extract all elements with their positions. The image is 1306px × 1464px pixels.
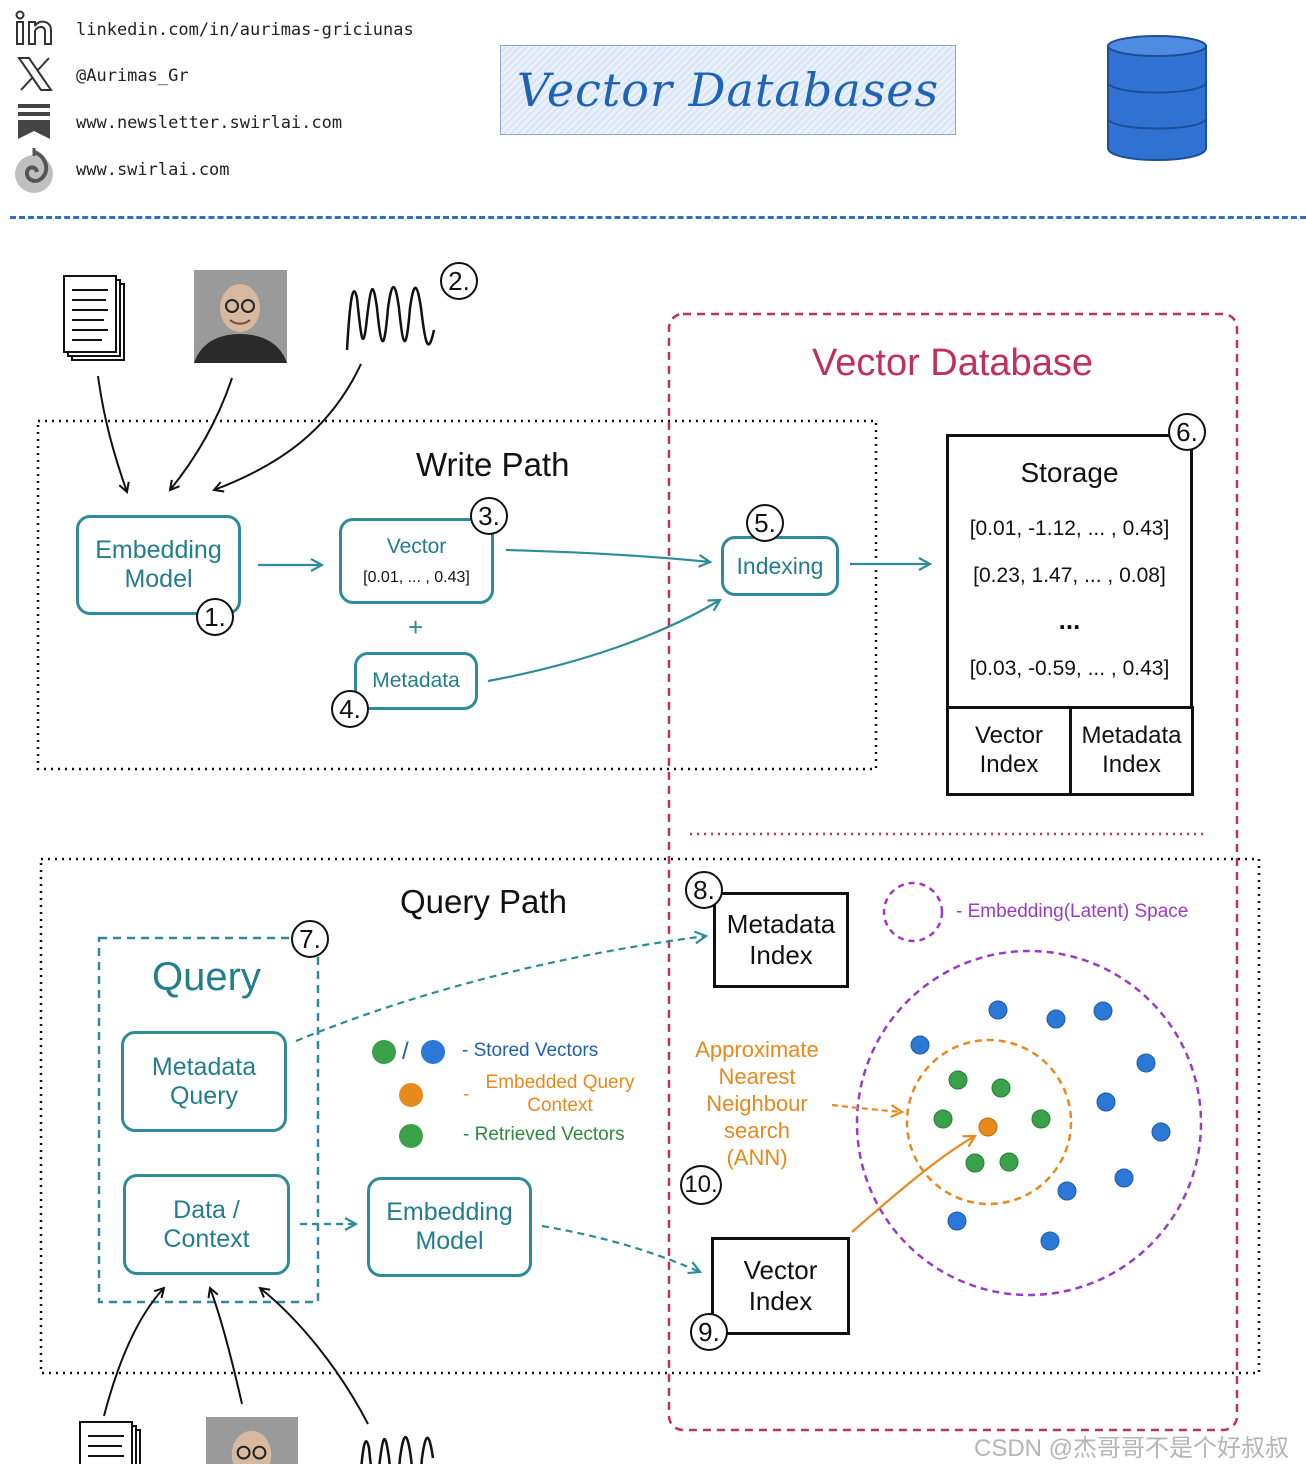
newsletter-icon <box>16 102 52 140</box>
document-icon <box>62 274 128 364</box>
vector-label: Vector <box>386 534 447 558</box>
plus-sign: + <box>408 612 424 642</box>
legend-green-dot-2 <box>399 1124 423 1148</box>
step-6: 6. <box>1168 413 1206 451</box>
website-link[interactable]: www.swirlai.com <box>76 160 230 180</box>
write-path-title: Write Path <box>416 446 570 483</box>
storage-title: Storage <box>1020 457 1119 488</box>
storage-row-ellipsis: ... <box>1058 605 1081 635</box>
vector-value: [0.01, ... , 0.43] <box>363 568 470 586</box>
newsletter-link[interactable]: www.newsletter.swirlai.com <box>76 113 343 133</box>
vector-database-frame <box>667 312 1239 1432</box>
query-path-frame <box>39 857 1261 1375</box>
vector-box: Vector [0.01, ... , 0.43] <box>339 518 494 604</box>
query-title: Query <box>152 955 261 999</box>
step-2: 2. <box>440 262 478 300</box>
step-1: 1. <box>196 598 234 636</box>
step-5: 5. <box>746 504 784 542</box>
vector-index-box: Vector Index <box>711 1237 850 1335</box>
legend-orange-dot <box>399 1083 423 1107</box>
page-title: Vector Databases <box>516 63 940 117</box>
swirl-icon <box>12 146 56 196</box>
step-8: 8. <box>685 871 723 909</box>
query-embedding-model-box: Embedding Model <box>367 1177 532 1277</box>
vector-database-title: Vector Database <box>812 342 1093 384</box>
metadata-box: Metadata <box>354 652 478 710</box>
step-10: 10. <box>680 1165 722 1205</box>
step-7: 7. <box>291 920 329 958</box>
audio-wave-icon <box>356 1428 452 1464</box>
title-banner: Vector Databases <box>500 45 956 135</box>
storage-vector-index: Vector Index <box>946 706 1072 796</box>
step-9: 9. <box>690 1313 728 1351</box>
legend-embedded-query: Embedded Query Context <box>485 1072 635 1116</box>
stored-vectors <box>910 1000 1171 1251</box>
embedding-model-box: Embedding Model <box>76 515 241 615</box>
storage-metadata-index: Metadata Index <box>1069 706 1194 796</box>
write-path-frame <box>36 419 878 771</box>
legend-stored-vectors: - Stored Vectors <box>462 1040 599 1061</box>
metadata-index-box: Metadata Index <box>713 892 849 988</box>
legend-latent-space: - Embedding(Latent) Space <box>956 901 1189 922</box>
audio-wave-icon <box>344 278 440 358</box>
query-group-frame <box>97 936 320 1304</box>
legend-embedded-dash: - <box>463 1084 470 1105</box>
watermark: CSDN @杰哥哥不是个好叔叔 <box>974 1435 1290 1462</box>
query-vector-point <box>978 1117 998 1137</box>
step-4: 4. <box>331 690 369 728</box>
query-path-title: Query Path <box>400 883 567 920</box>
x-icon <box>16 56 54 92</box>
twitter-handle[interactable]: @Aurimas_Gr <box>76 66 189 86</box>
embedding-space-circle <box>855 949 1203 1297</box>
storage-row-3: [0.03, -0.59, ... , 0.43] <box>969 657 1170 680</box>
indexing-box: Indexing <box>721 536 839 596</box>
retrieved-vectors <box>933 1070 1051 1173</box>
metadata-query-box: Metadata Query <box>121 1031 287 1132</box>
linkedin-link[interactable]: linkedin.com/in/aurimas-griciunas <box>76 20 414 40</box>
header-divider <box>10 216 1306 219</box>
ann-radius-circle <box>905 1038 1073 1206</box>
storage-row-2: [0.23, 1.47, ... , 0.08] <box>973 564 1166 587</box>
legend-green-dot <box>372 1040 396 1064</box>
linkedin-icon <box>14 10 56 46</box>
step-3: 3. <box>470 497 508 535</box>
storage-box: Storage [0.01, -1.12, ... , 0.43] [0.23,… <box>946 434 1193 709</box>
storage-row-1: [0.01, -1.12, ... , 0.43] <box>969 517 1170 540</box>
database-icon <box>1106 34 1208 162</box>
document-icon <box>78 1420 144 1464</box>
ann-label: Approximate Nearest Neighbour search (AN… <box>695 1037 819 1171</box>
data-context-box: Data / Context <box>123 1174 290 1275</box>
legend-slash: / <box>402 1038 409 1065</box>
latent-legend-circle <box>882 881 944 943</box>
legend-blue-dot <box>421 1040 445 1064</box>
person-photo <box>206 1417 298 1464</box>
legend-retrieved-vectors: - Retrieved Vectors <box>463 1124 625 1145</box>
person-photo <box>194 270 287 363</box>
